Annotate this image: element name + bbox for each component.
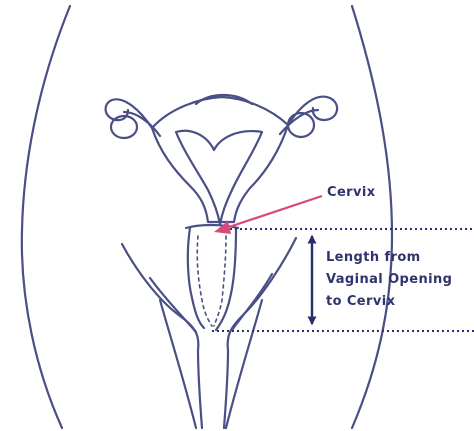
anatomy-outline [22, 6, 392, 428]
length-label: Length from Vaginal Opening to Cervix [326, 247, 452, 313]
vaginal-rugae-right [214, 236, 226, 326]
labia-right-outer [228, 238, 296, 350]
left-hip-contour [22, 6, 70, 428]
uterine-cavity [176, 131, 262, 224]
length-label-line-1: Length from [326, 247, 452, 269]
vaginal-canal-left-wall [188, 228, 204, 328]
left-inner-thigh-line [160, 300, 196, 428]
right-ovary [288, 113, 314, 137]
cervix-label: Cervix [327, 182, 375, 204]
labia-right-inner [232, 274, 272, 330]
left-lower-canal-line [198, 350, 202, 428]
right-hip-contour [352, 6, 392, 428]
uterus-outline [152, 97, 288, 222]
vaginal-rugae-left [197, 236, 212, 326]
length-label-line-3: to Cervix [326, 291, 452, 313]
right-inner-thigh-line [226, 300, 262, 428]
length-label-line-2: Vaginal Opening [326, 269, 452, 291]
right-lower-canal-line [224, 350, 228, 428]
